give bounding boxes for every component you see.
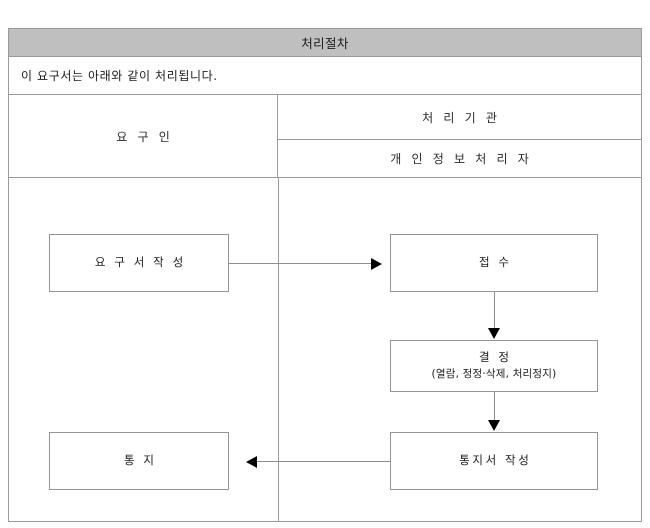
column-header-processing-org-label: 처 리 기 관 <box>422 110 501 125</box>
column-header-requester: 요 구 인 <box>9 95 278 177</box>
intro-text: 이 요구서는 아래와 같이 처리됩니다. <box>21 69 218 83</box>
connector-request-to-receipt <box>229 263 372 264</box>
column-header-row: 요 구 인 처 리 기 관 개 인 정 보 처 리 자 <box>9 95 641 178</box>
column-header-personal-info-controller: 개 인 정 보 처 리 자 <box>278 140 641 177</box>
table-title-band: 처리절차 <box>9 29 641 57</box>
column-header-processing-org: 처 리 기 관 개 인 정 보 처 리 자 <box>278 95 641 177</box>
arrow-right-icon <box>371 258 382 270</box>
column-divider <box>278 178 279 521</box>
flow-box-decision-label: 결 정 <box>478 350 512 365</box>
connector-notice-document-to-notice <box>257 461 390 462</box>
flow-box-notice-label: 통 지 <box>123 453 157 468</box>
connector-receipt-to-decision <box>494 292 495 332</box>
flow-box-notice-document: 통지서 작성 <box>390 432 598 490</box>
page-title: 처리절차 <box>301 36 349 51</box>
procedure-table: 처리절차 이 요구서는 아래와 같이 처리됩니다. 요 구 인 처 리 기 관 … <box>8 28 642 522</box>
flow-box-notice-document-label: 통지서 작성 <box>459 453 532 468</box>
flow-box-request-form: 요 구 서 작 성 <box>49 234 229 292</box>
column-header-personal-info-controller-label: 개 인 정 보 처 리 자 <box>390 152 532 166</box>
arrow-down-icon <box>488 420 500 431</box>
flow-box-request-form-label: 요 구 서 작 성 <box>94 255 186 270</box>
flow-box-decision-sublabel: (열람, 정정·삭제, 처리정지) <box>431 367 557 380</box>
flow-box-notice: 통 지 <box>49 432 229 490</box>
column-header-requester-label: 요 구 인 <box>116 129 173 144</box>
flow-box-receipt-label: 접 수 <box>478 255 512 270</box>
intro-row: 이 요구서는 아래와 같이 처리됩니다. <box>9 57 641 95</box>
arrow-left-icon <box>246 456 257 468</box>
flowchart-area: 요 구 서 작 성 접 수 결 정 (열람, 정정·삭제, 처리정지) 통지서 … <box>9 178 641 521</box>
arrow-down-icon <box>488 328 500 339</box>
column-header-processing-org-top: 처 리 기 관 <box>278 95 641 140</box>
flow-box-decision: 결 정 (열람, 정정·삭제, 처리정지) <box>390 340 598 392</box>
connector-decision-to-notice-document <box>494 392 495 424</box>
flow-box-receipt: 접 수 <box>390 234 598 292</box>
